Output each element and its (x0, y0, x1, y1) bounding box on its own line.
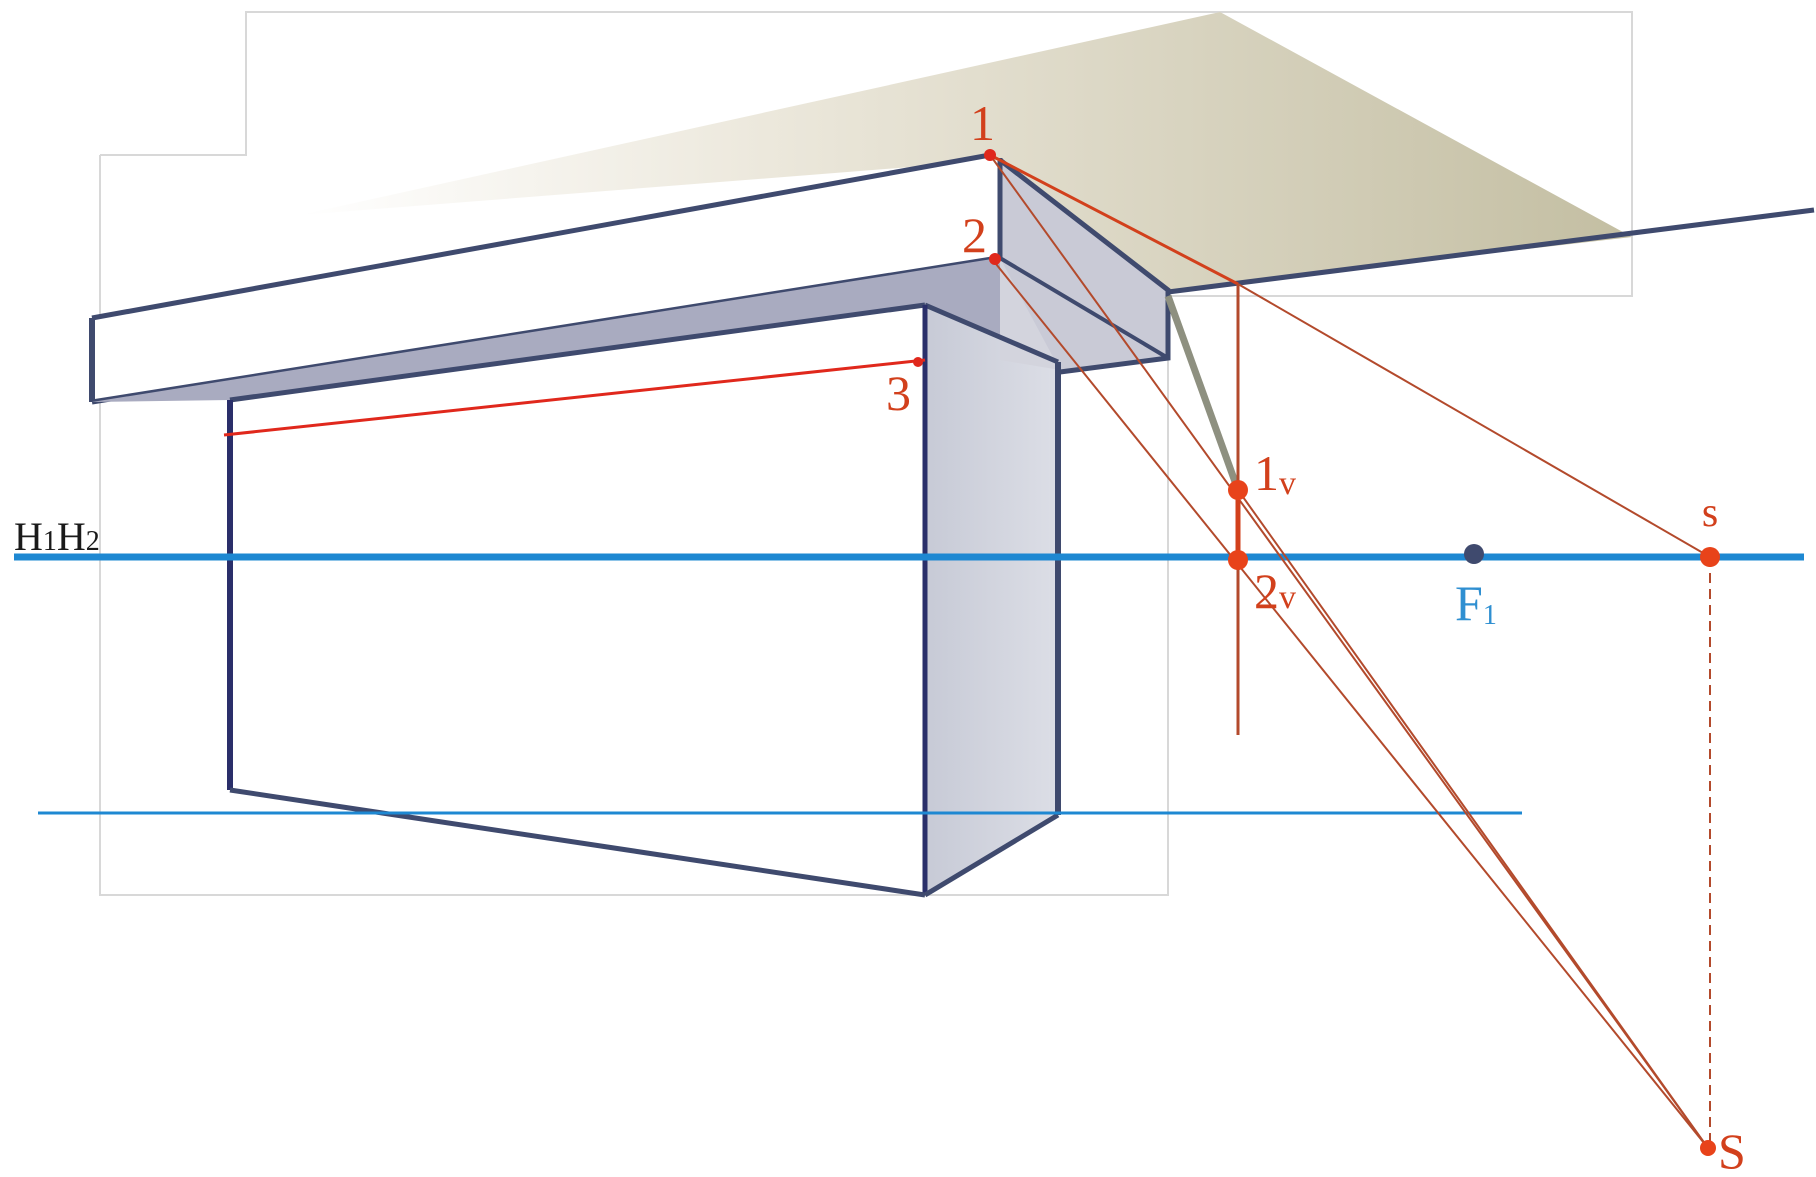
shadow-edge (1164, 294, 1242, 492)
point-1-dot (984, 149, 996, 161)
point-S-dot (1700, 1140, 1716, 1156)
ray-2-to-S (991, 258, 1709, 1149)
drawing-frame (99, 11, 1633, 896)
label-3: 3 (886, 365, 911, 421)
label-h1h2: H1H2 (14, 514, 100, 559)
ray-1-to-S (989, 154, 1709, 1149)
wall-bottom-edge (229, 787, 926, 898)
top-slab-front (92, 155, 995, 402)
point-1v-dot (1228, 480, 1248, 500)
label-2v: 2v (1254, 563, 1296, 619)
bracket-outline (998, 158, 1171, 375)
label-f1: F1 (1455, 575, 1497, 631)
shadow-line-3 (223, 358, 926, 437)
pier-bottom-edge (923, 812, 1060, 898)
label-2: 2 (962, 207, 987, 263)
beam-top-edge (229, 302, 926, 403)
point-3-dot (913, 357, 923, 367)
pier-side-face (925, 305, 1058, 895)
point-2-dot (989, 253, 1001, 265)
ray-1-to-corner (989, 153, 1239, 286)
label-1v: 1v (1254, 445, 1296, 502)
label-S-big: S (1718, 1123, 1746, 1172)
point-2v-dot (1228, 550, 1248, 570)
ray-1v-to-S (1237, 489, 1709, 1149)
point-f1-dot (1464, 544, 1484, 564)
bracket-face (1000, 160, 1168, 370)
beam-right-top (924, 302, 1059, 365)
point-s-dot (1700, 547, 1720, 567)
label-1: 1 (970, 95, 995, 151)
roof-plane (300, 12, 1632, 290)
bracket-top-edge (998, 256, 1170, 360)
roof-eave-line (1167, 207, 1815, 295)
label-s-small: s (1702, 490, 1718, 536)
top-slab-outline (91, 152, 991, 321)
ray-corner-to-s (1237, 283, 1711, 558)
slab-underside (92, 259, 1168, 402)
front-wall (230, 305, 925, 895)
